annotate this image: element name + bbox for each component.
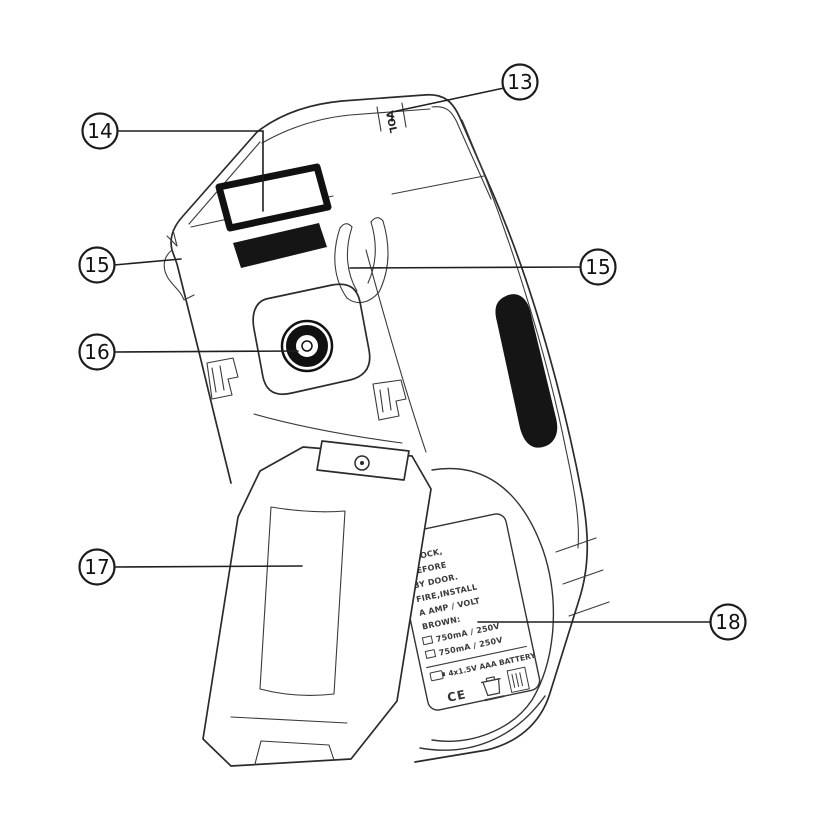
- label-separator: [426, 645, 527, 669]
- rating-box-icon: [424, 649, 437, 659]
- callout-13: 13: [501, 63, 539, 101]
- callout-18-circle: [709, 603, 747, 641]
- callout-17: 17: [78, 548, 116, 586]
- side-parting-line: [461, 119, 579, 549]
- kickstand-inner-panel: [259, 506, 346, 696]
- side-rib-3: [568, 601, 610, 617]
- right-clip: [372, 379, 407, 421]
- callout-16-circle: [78, 333, 116, 371]
- callout-17-number: 17: [84, 555, 109, 579]
- callout-14-number: 14: [87, 119, 112, 143]
- hinge-screw-center: [360, 461, 364, 465]
- callout-15-left-circle: [78, 246, 116, 284]
- top-molding-line-2: [401, 102, 407, 128]
- callout-16: 16: [78, 333, 116, 371]
- leader-13: [391, 87, 505, 122]
- ce-mark: CE: [446, 687, 468, 705]
- sensor-band: [233, 223, 327, 268]
- callouts: 13 14 15 15 16 17 18: [78, 63, 747, 641]
- callout-14: 14: [81, 112, 119, 150]
- back-face-right-crease: [365, 249, 427, 453]
- left-hook-notch: [166, 229, 178, 247]
- kickstand-bottom-notch: [254, 740, 335, 765]
- leader-lines: [113, 87, 712, 623]
- battery-label: SHOCK, BEFORE BY DOOR. FIRE,INSTALL A AM…: [393, 513, 541, 711]
- top-cap-right-inner: [431, 106, 492, 200]
- back-top-edge-right: [391, 175, 485, 195]
- side-rib-2: [562, 569, 604, 585]
- lens-ring: [286, 325, 328, 367]
- display-window: [215, 163, 332, 232]
- top-cap-inner-line: [261, 108, 431, 144]
- top-module: VOL: [215, 102, 407, 304]
- device-body: [163, 93, 610, 763]
- callout-15-right: 15: [579, 248, 617, 286]
- body-bottom-seam: [419, 695, 546, 751]
- battery-door-seam: [431, 467, 555, 742]
- callout-17-circle: [78, 548, 116, 586]
- callout-15-left: 15: [78, 246, 116, 284]
- callout-18: 18: [709, 603, 747, 641]
- left-clip: [206, 357, 239, 400]
- rating-box-icon: [421, 635, 434, 646]
- body-outer-right: [256, 93, 589, 763]
- top-marking-text: VOL: [383, 110, 399, 135]
- sensor-plate-outline: [252, 283, 371, 396]
- leader-17: [113, 565, 303, 568]
- callout-15-left-number: 15: [84, 253, 109, 277]
- callout-13-circle: [501, 63, 539, 101]
- leader-14: [116, 130, 264, 212]
- callout-15-right-number: 15: [585, 255, 610, 279]
- left-hook: [163, 249, 195, 301]
- top-marking: VOL: [383, 110, 399, 135]
- side-rib-1: [555, 537, 597, 553]
- body-outer-left: [170, 131, 258, 484]
- leader-15-right: [349, 266, 582, 269]
- stand-hinge: [253, 413, 410, 481]
- lens-center: [301, 340, 313, 352]
- leader-15-left: [113, 258, 182, 266]
- top-molding-line-1: [376, 106, 382, 132]
- weee-icon: [480, 676, 505, 702]
- leader-16: [113, 350, 299, 353]
- callout-16-number: 16: [84, 340, 109, 364]
- kickstand: [202, 446, 432, 767]
- callout-18-number: 18: [715, 610, 740, 634]
- hanger-slot: [334, 217, 389, 304]
- kickstand-fold-line: [230, 716, 348, 724]
- hinge-crease: [253, 413, 403, 444]
- callout-15-right-circle: [579, 248, 617, 286]
- callout-13-number: 13: [507, 70, 532, 94]
- side-grip-inlay: [495, 294, 558, 448]
- sensor-plate: [206, 283, 407, 421]
- battery-icon: [429, 670, 446, 682]
- label-code-box: [506, 666, 530, 694]
- kickstand-outline: [202, 446, 432, 767]
- callout-14-circle: [81, 112, 119, 150]
